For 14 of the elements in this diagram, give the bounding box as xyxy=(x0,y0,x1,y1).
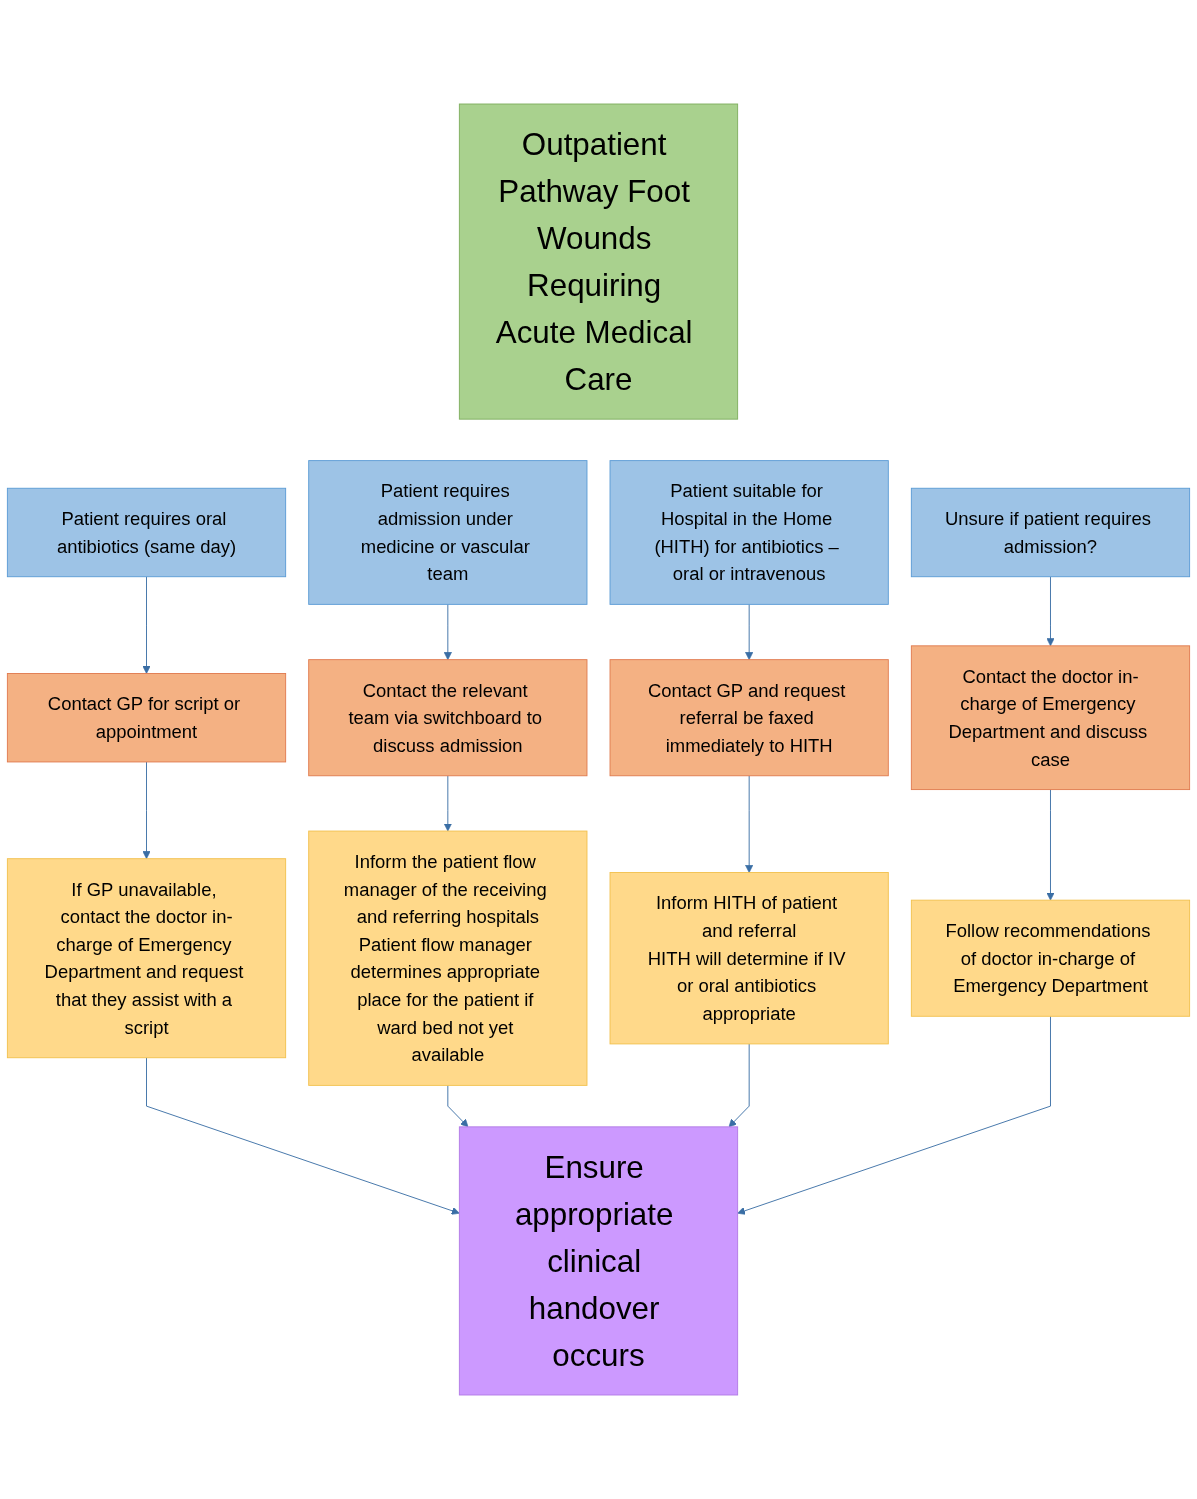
node-box: Contact the doctor in-charge of Emergency Department and discuss case xyxy=(910,645,1191,791)
node-box: Follow recommendations of doctor in-charge of Emergency Department xyxy=(910,899,1191,1017)
node-box: Unsure if patient requires admission? xyxy=(910,487,1191,578)
node-box: Ensure appropriate clinical handover occurs xyxy=(458,1126,739,1396)
node-box: Contact the relevant team via switchboard to discuss admission xyxy=(308,659,588,777)
node-box: If GP unavailable, contact the doctor in-charge of Emergency Department and request that they assist with a script xyxy=(6,858,287,1059)
node-box: Patient suitable for Hospital in the Home (HITH) for antibiotics – oral or intravenous xyxy=(609,460,889,605)
node-box: Outpatient Pathway Foot Wounds Requiring Acute Medical Care xyxy=(458,103,739,420)
node-box: Inform the patient flow manager of the receiving and referring hospitals Patient flow manager determines appropriate place for the patient if ward bed not yet available xyxy=(308,830,588,1086)
node-box: Inform HITH of patient and referral HITH will determine if IV or oral antibiotics appropriate xyxy=(609,872,889,1045)
node-box: Patient requires oral antibiotics (same day) xyxy=(6,487,287,578)
node-box: Patient requires admission under medicine or vascular team xyxy=(308,460,588,605)
node-box: Contact GP and request referral be faxed immediately to HITH xyxy=(609,659,889,777)
node-box: Contact GP for script or appointment xyxy=(6,673,287,763)
